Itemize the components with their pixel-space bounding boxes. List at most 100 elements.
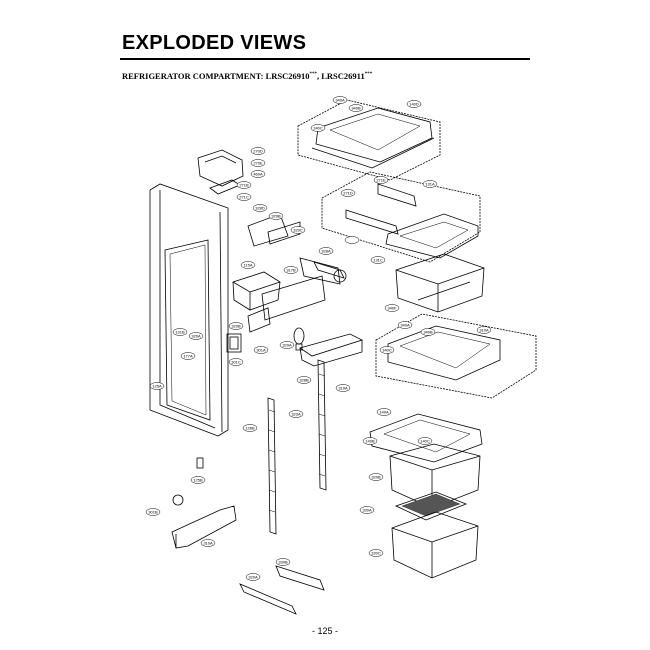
callout: 271B bbox=[236, 181, 252, 189]
svg-text:301C: 301C bbox=[231, 360, 241, 365]
callout: 328A bbox=[318, 247, 334, 255]
callout: 271D bbox=[340, 189, 356, 197]
callout: 317B bbox=[283, 266, 299, 274]
callout: 310A bbox=[476, 326, 492, 334]
callout: 301C bbox=[228, 358, 244, 366]
callout: 320A bbox=[245, 573, 261, 581]
svg-text:340F: 340F bbox=[387, 306, 397, 311]
svg-text:115A: 115A bbox=[243, 263, 252, 268]
callout: 460A bbox=[250, 170, 266, 178]
svg-text:140B: 140B bbox=[365, 439, 375, 444]
svg-text:328B: 328B bbox=[299, 378, 309, 383]
svg-text:271D: 271D bbox=[343, 191, 353, 196]
lamp bbox=[293, 327, 305, 351]
svg-text:340C: 340C bbox=[313, 126, 323, 131]
callout: 340B bbox=[348, 104, 364, 112]
callout: 340F bbox=[384, 304, 400, 312]
callout bbox=[344, 236, 360, 244]
drawer-upper bbox=[395, 253, 485, 313]
svg-text:177A: 177A bbox=[183, 354, 193, 359]
svg-text:323A: 323A bbox=[291, 412, 301, 417]
svg-text:329C: 329C bbox=[293, 228, 303, 233]
callout: 301B bbox=[145, 508, 161, 516]
svg-text:271C: 271C bbox=[239, 195, 249, 200]
svg-text:328A: 328A bbox=[321, 249, 331, 254]
svg-text:270D: 270D bbox=[253, 149, 263, 154]
svg-text:320B: 320B bbox=[371, 475, 381, 480]
hinge-cap bbox=[172, 494, 184, 506]
svg-text:320A: 320A bbox=[248, 575, 258, 580]
callout: 125B bbox=[190, 476, 206, 484]
svg-text:340C: 340C bbox=[382, 348, 392, 353]
shelf-rail-left bbox=[267, 397, 277, 535]
title-rule bbox=[120, 58, 530, 60]
callout: 115A bbox=[240, 261, 256, 269]
callouts: 340A 340B 140D 340C 270D 270E 460A 271B … bbox=[145, 96, 492, 581]
callout: 329C bbox=[290, 226, 306, 234]
svg-text:271E: 271E bbox=[376, 178, 386, 183]
callout: 330A bbox=[359, 506, 375, 514]
svg-text:131A: 131A bbox=[425, 182, 435, 187]
callout: 328B bbox=[296, 376, 312, 384]
svg-text:126B: 126B bbox=[245, 426, 255, 431]
svg-text:140D: 140D bbox=[409, 102, 419, 107]
svg-text:140C: 140C bbox=[420, 439, 430, 444]
top-shelf-group bbox=[297, 99, 441, 181]
svg-text:460A: 460A bbox=[253, 172, 263, 177]
callout: 340C bbox=[310, 124, 326, 132]
callout: 320B bbox=[228, 322, 244, 330]
callout: 131C bbox=[370, 256, 386, 264]
svg-text:320C: 320C bbox=[371, 551, 381, 556]
callout: 177A bbox=[180, 352, 196, 360]
svg-text:125A: 125A bbox=[152, 384, 162, 389]
svg-text:301B: 301B bbox=[148, 510, 158, 515]
callout: 320A bbox=[188, 332, 204, 340]
screw bbox=[196, 457, 204, 469]
svg-text:270E: 270E bbox=[253, 161, 263, 166]
switch bbox=[226, 333, 242, 353]
svg-text:340B: 340B bbox=[351, 106, 361, 111]
svg-text:271B: 271B bbox=[239, 183, 249, 188]
svg-text:320B: 320B bbox=[231, 324, 241, 329]
callout: 310A bbox=[200, 539, 216, 547]
callout: 271E bbox=[373, 176, 389, 184]
callout: 320C bbox=[368, 549, 384, 557]
svg-text:340A: 340A bbox=[335, 98, 345, 103]
callout: 320B bbox=[368, 473, 384, 481]
bottom-rail-right bbox=[275, 565, 325, 591]
callout: 340B bbox=[420, 328, 436, 336]
callout: 270D bbox=[250, 147, 266, 155]
svg-text:131B: 131B bbox=[175, 330, 185, 335]
svg-text:340B: 340B bbox=[423, 330, 433, 335]
lower-shelf-group bbox=[375, 313, 537, 399]
page-subtitle: REFRIGERATOR COMPARTMENT: LRSC26910***, … bbox=[122, 71, 373, 81]
hinge-bracket bbox=[197, 149, 244, 195]
svg-text:329A: 329A bbox=[282, 343, 292, 348]
callout: 340C bbox=[379, 346, 395, 354]
callout: 271C bbox=[236, 193, 252, 201]
callout: 319A bbox=[335, 384, 351, 392]
lamp-cover bbox=[299, 333, 364, 367]
svg-text:328D: 328D bbox=[255, 206, 265, 211]
svg-text:320A: 320A bbox=[191, 334, 201, 339]
svg-text:125B: 125B bbox=[193, 478, 203, 483]
svg-text:140A: 140A bbox=[379, 410, 389, 415]
callout: 125A bbox=[149, 382, 165, 390]
callout: 323A bbox=[288, 410, 304, 418]
svg-text:131C: 131C bbox=[373, 258, 383, 263]
callout: 140C bbox=[417, 437, 433, 445]
svg-text:310A: 310A bbox=[479, 328, 489, 333]
bottom-rail-left bbox=[239, 583, 297, 615]
callout: 330B bbox=[275, 558, 291, 566]
support-bracket bbox=[247, 275, 326, 333]
page-title: EXPLODED VIEWS bbox=[122, 32, 307, 54]
callout: 140B bbox=[362, 437, 378, 445]
svg-text:310A: 310A bbox=[203, 541, 213, 546]
callout: 131B bbox=[172, 328, 188, 336]
svg-text:319A: 319A bbox=[338, 386, 348, 391]
middle-shelf-group bbox=[321, 171, 481, 263]
svg-text:301A: 301A bbox=[256, 348, 266, 353]
crisper-assembly bbox=[369, 413, 483, 579]
svg-text:340A: 340A bbox=[400, 323, 410, 328]
cabinet-frame bbox=[149, 183, 229, 437]
